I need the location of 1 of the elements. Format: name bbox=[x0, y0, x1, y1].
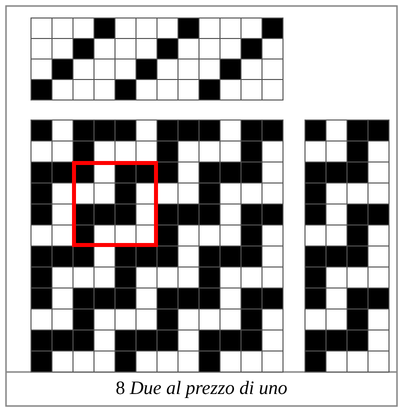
figure-caption: 8 Due al prezzo di uno bbox=[114, 378, 288, 400]
